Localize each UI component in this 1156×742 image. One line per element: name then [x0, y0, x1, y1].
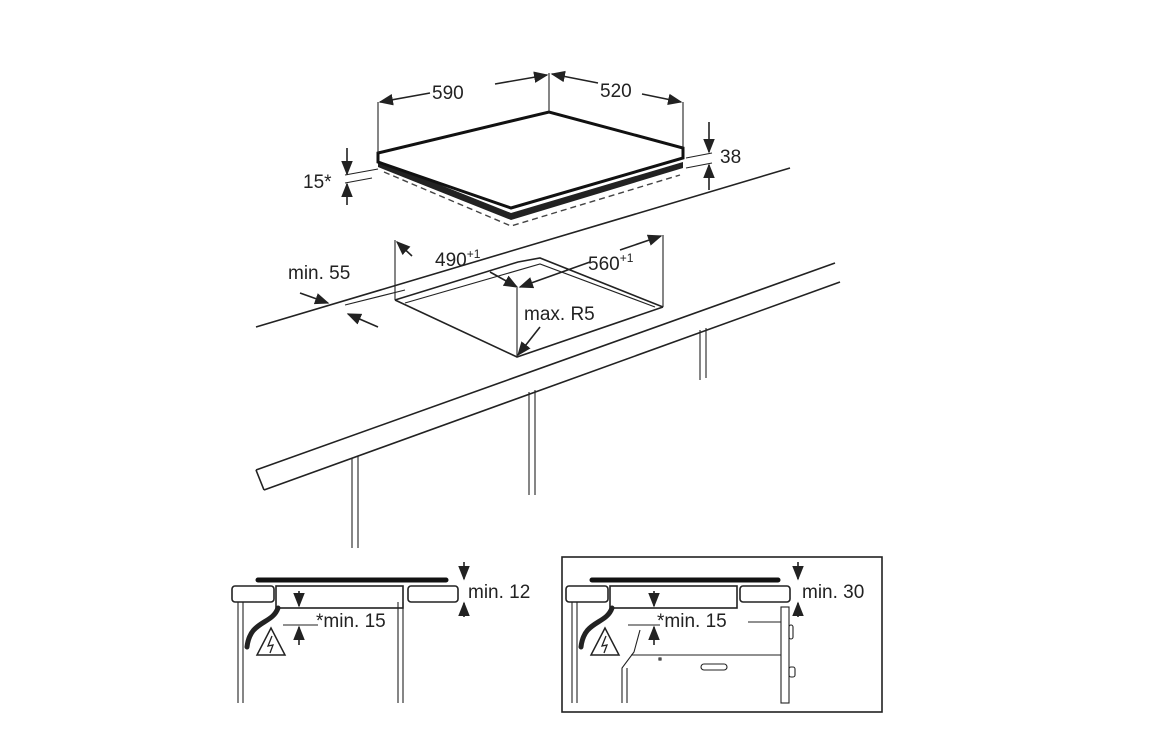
cutout-width-label: 560+1	[588, 251, 634, 275]
detail-left: *min. 15 min. 12	[231, 562, 530, 703]
electric-hazard-icon	[589, 626, 621, 656]
cutout-depth-label: 490+1	[435, 247, 481, 271]
right-bottom-clearance-label: *min. 15	[657, 611, 727, 632]
cutout-dimensions: 490+1 560+1 min. 55 max. R5	[288, 234, 663, 357]
left-top-clearance-label: min. 12	[468, 582, 530, 603]
hob-depth-label: 520	[600, 81, 632, 102]
countertop-drawing	[255, 167, 841, 548]
detail-right: *min. 15 min. 30	[561, 556, 883, 713]
right-top-clearance-label: min. 30	[802, 582, 864, 603]
hob-protrusion-label: 15*	[303, 172, 332, 193]
hob-width-label: 590	[432, 83, 464, 104]
hob-height-label: 38	[720, 147, 741, 168]
min-edge-distance-label: min. 55	[288, 263, 350, 284]
left-bottom-clearance-label: *min. 15	[316, 611, 386, 632]
hob-drawing	[376, 110, 685, 227]
hob-dimensions: 590 520 38 15*	[303, 70, 741, 205]
electric-hazard-icon	[255, 626, 287, 656]
corner-radius-label: max. R5	[524, 304, 595, 325]
